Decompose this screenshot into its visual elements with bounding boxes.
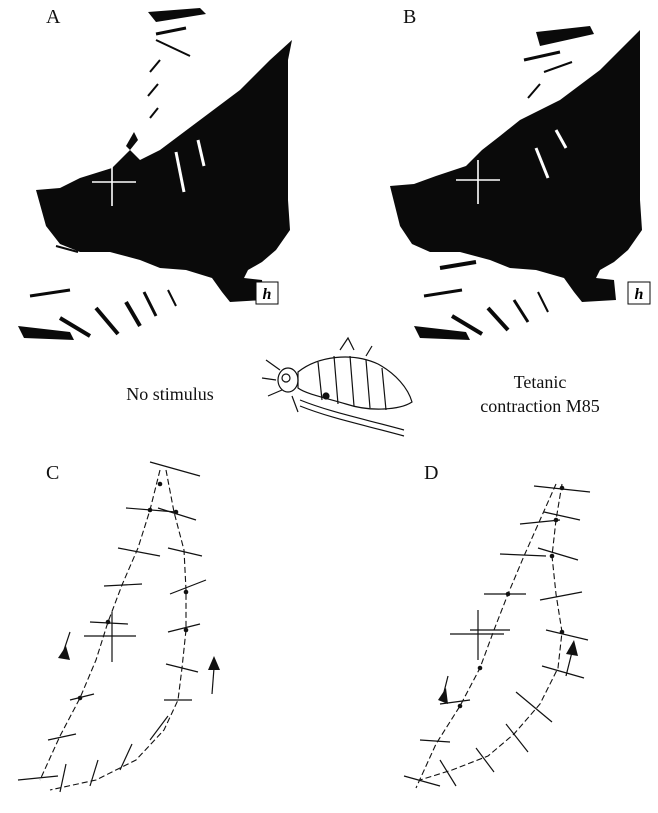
trace-d-path-outer xyxy=(416,484,556,788)
trace-diagram-c xyxy=(18,462,220,792)
trace-diagram-d xyxy=(404,484,590,788)
silhouette-a xyxy=(36,40,292,302)
silhouette-b xyxy=(390,30,642,302)
h-label-a: h xyxy=(263,286,272,303)
trace-c-path-outer xyxy=(40,470,160,780)
photo-panel-b xyxy=(390,26,650,340)
trace-c-path-inner xyxy=(50,470,186,790)
trace-d-path-inner xyxy=(420,484,562,780)
h-label-b: h xyxy=(635,286,644,303)
insect-diagram xyxy=(262,338,412,436)
photo-panel-a xyxy=(18,8,292,340)
